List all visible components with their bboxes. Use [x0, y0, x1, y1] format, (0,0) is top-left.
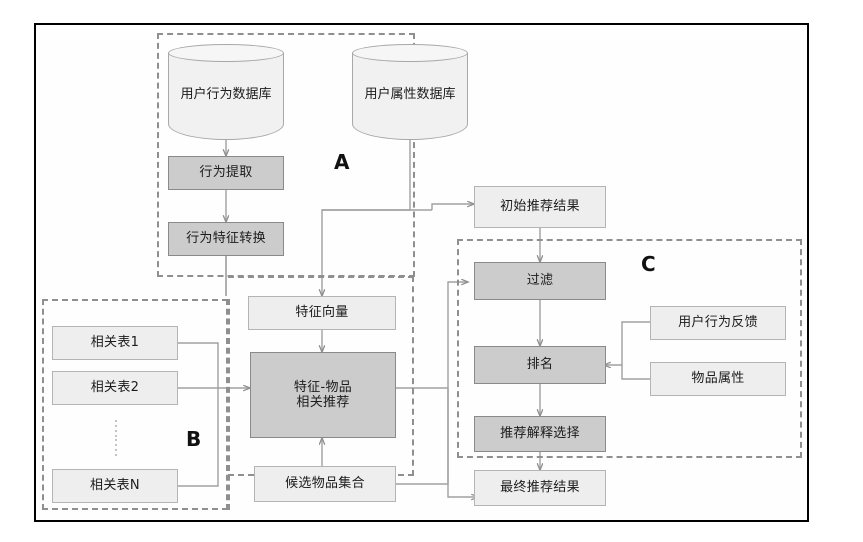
node-feature-item-recommend-line2: 相关推荐: [296, 395, 350, 410]
node-behavior-extraction[interactable]: 行为提取: [168, 156, 284, 190]
node-filter[interactable]: 过滤: [474, 262, 606, 300]
node-recommend-explain-select[interactable]: 推荐解释选择: [474, 416, 606, 452]
node-initial-recommend-result[interactable]: 初始推荐结果: [474, 186, 606, 228]
ellipsis-vertical: [114, 420, 117, 456]
group-c-label: C: [641, 252, 656, 276]
cylinder-top: [168, 44, 284, 62]
node-item-attribute[interactable]: 物品属性: [650, 362, 786, 396]
node-relation-table-1[interactable]: 相关表1: [52, 326, 178, 360]
db-user-attribute-label: 用户属性数据库: [364, 86, 456, 102]
node-feature-item-recommend-line1: 特征-物品: [293, 379, 353, 395]
node-candidate-item-set[interactable]: 候选物品集合: [254, 466, 396, 502]
db-user-behavior-label: 用户行为数据库: [180, 86, 272, 102]
node-ranking[interactable]: 排名: [474, 346, 606, 384]
node-feature-item-recommend[interactable]: 特征-物品 相关推荐: [250, 352, 396, 438]
group-b-box: [42, 299, 228, 510]
group-a-label: A: [334, 150, 350, 174]
cylinder-top: [352, 44, 468, 62]
node-user-behavior-feedback[interactable]: 用户行为反馈: [650, 306, 786, 340]
group-b-label: B: [186, 427, 202, 451]
cylinder-body: [352, 53, 468, 140]
node-relation-table-2[interactable]: 相关表2: [52, 371, 178, 405]
group-c-box: [457, 239, 802, 458]
node-relation-table-n[interactable]: 相关表N: [52, 469, 178, 503]
node-final-recommend-result[interactable]: 最终推荐结果: [474, 470, 606, 506]
core-dashed-frame-left: [228, 299, 230, 510]
db-user-behavior: 用户行为数据库: [168, 44, 284, 140]
node-feature-vector[interactable]: 特征向量: [248, 296, 396, 330]
db-user-attribute: 用户属性数据库: [352, 44, 468, 140]
node-behavior-feature-transform[interactable]: 行为特征转换: [168, 222, 284, 256]
cylinder-body: [168, 53, 284, 140]
